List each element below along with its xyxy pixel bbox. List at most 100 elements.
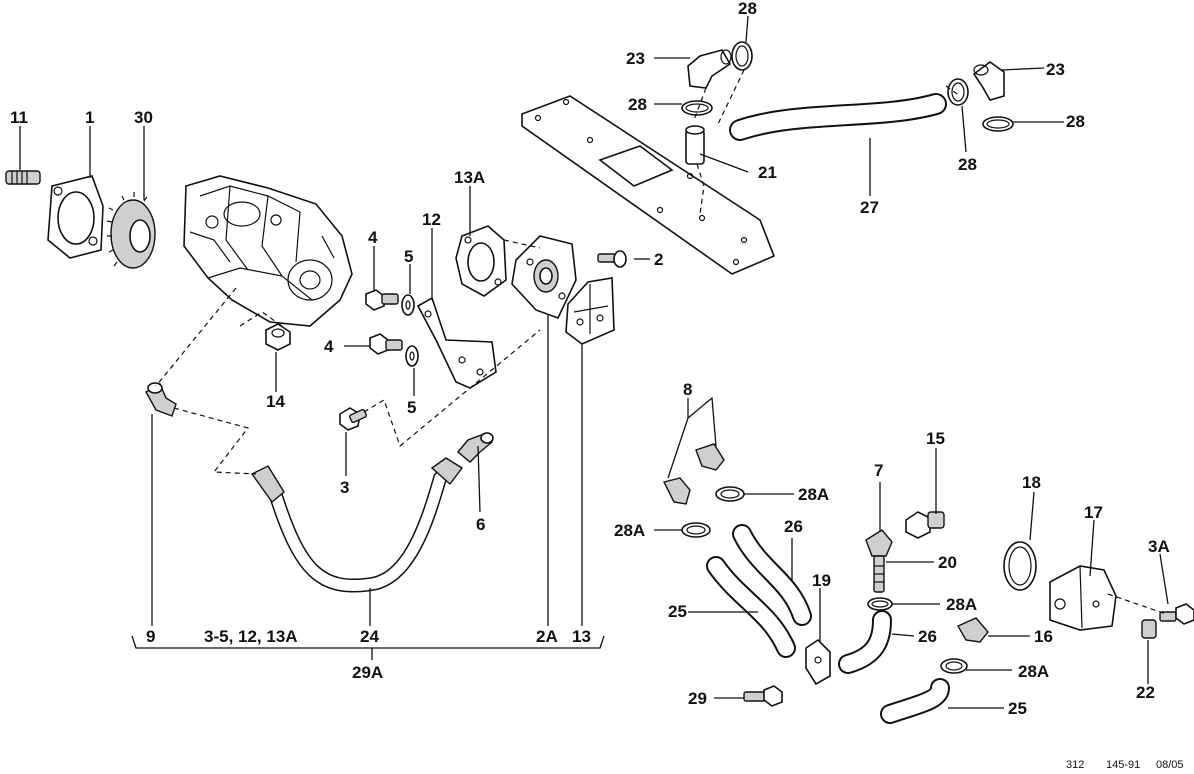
clamp-28a-1 [715,486,745,502]
fitting-21 [685,125,705,165]
callout-21: 21 [758,163,777,182]
callout-28-top: 28 [738,0,757,18]
clamp-28-right [982,116,1014,132]
callout-3: 3 [340,478,349,497]
nut-14 [265,323,291,351]
callout-25-lower: 25 [1008,699,1027,718]
bolt-29 [743,685,783,707]
callout-30: 30 [134,108,153,127]
fitting-7 [865,529,893,557]
flange-2a [511,235,577,320]
footer-date: 08/05 [1156,759,1184,771]
fitting-15 [905,511,945,539]
elbow-23-left [687,49,732,89]
fitting-16 [957,617,989,643]
clamp-28-top [731,41,753,71]
callout-2: 2 [654,250,663,269]
clamp-28-mid [947,78,969,106]
callout-12: 12 [422,210,441,229]
callout-19: 19 [812,571,831,590]
callout-7: 7 [874,461,883,480]
footer-code-1: 312 [1066,759,1084,771]
callout-6: 6 [476,515,485,534]
stud-11 [5,170,41,185]
air-compressor [183,175,353,327]
elbow-fitting-6 [457,432,494,463]
hose-27 [729,93,947,141]
drawing-reference: 312 145-91 08/05 [1066,759,1184,771]
elbow-23-right [972,61,1005,101]
washer-5-upper [401,294,415,316]
callout-16: 16 [1034,627,1053,646]
hose-26-lower [838,610,892,674]
bolt-2 [597,250,627,268]
bracket-12 [416,296,497,389]
callout-3-5-12-13a: 3-5, 12, 13A [204,627,298,646]
callout-18: 18 [1022,473,1041,492]
bolt-4-lower [369,333,403,355]
callout-28a-3: 28A [946,595,977,614]
callout-5-lower: 5 [407,398,416,417]
o-ring-18 [1003,541,1037,591]
callout-23-left: 23 [626,49,645,68]
stud-22 [1141,619,1157,639]
callout-4-lower: 4 [324,337,334,356]
clip-19 [805,638,831,686]
elbow-fitting-9 [145,382,177,417]
callout-8: 8 [683,380,692,399]
callout-26-lower: 26 [918,627,937,646]
fitting-8-left [662,477,691,505]
callout-23-right: 23 [1046,60,1065,79]
bolt-4-upper [365,289,399,311]
bolt-3 [339,407,367,431]
hose-25-lower [880,678,950,724]
bolt-3a [1159,603,1194,625]
gear-30 [106,192,156,269]
clamp-28a-4 [940,658,968,674]
callout-15: 15 [926,429,945,448]
callout-28-right: 28 [1066,112,1085,131]
assembly-lines [155,69,1167,615]
nipple-20 [873,555,885,593]
callout-20: 20 [938,553,957,572]
callout-25-upper: 25 [668,602,687,621]
callout-29: 29 [688,689,707,708]
callout-28-mid: 28 [958,155,977,174]
callout-2a: 2A [536,627,558,646]
callout-labels: 11 1 30 4 5 12 13A 2 4 5 14 3 6 9 3-5, 1… [10,0,1170,718]
callout-3a: 3A [1148,537,1170,556]
callout-27: 27 [860,198,879,217]
gasket-13a [455,225,507,297]
callout-13: 13 [572,627,591,646]
callout-14: 14 [266,392,285,411]
callout-13a: 13A [454,168,485,187]
callout-26-upper: 26 [784,517,803,536]
callout-28-left: 28 [628,95,647,114]
callout-28a-2: 28A [614,521,645,540]
callout-4-upper: 4 [368,228,378,247]
hose-24 [250,457,464,593]
callout-28a-1: 28A [798,485,829,504]
hose-26-upper [732,524,812,626]
callout-17: 17 [1084,503,1103,522]
washer-5-lower [405,345,419,367]
callout-24: 24 [360,627,379,646]
hose-25-upper [706,556,796,658]
callout-22: 22 [1136,683,1155,702]
engine-gasket-plate [521,95,776,275]
callout-29a: 29A [352,663,383,682]
fitting-8-right [695,443,725,471]
callout-28a-4: 28A [1018,662,1049,681]
callout-1: 1 [85,108,94,127]
callout-11: 11 [10,108,28,127]
clamp-28a-3 [867,597,893,611]
bracket-13 [565,277,615,345]
callout-9: 9 [146,627,155,646]
footer-code-2: 145-91 [1106,759,1140,771]
clamp-28-left [681,100,713,116]
callout-5-upper: 5 [404,247,413,266]
clamp-28a-2 [681,522,711,538]
leader-lines [19,15,1169,709]
housing-17 [1049,565,1117,631]
